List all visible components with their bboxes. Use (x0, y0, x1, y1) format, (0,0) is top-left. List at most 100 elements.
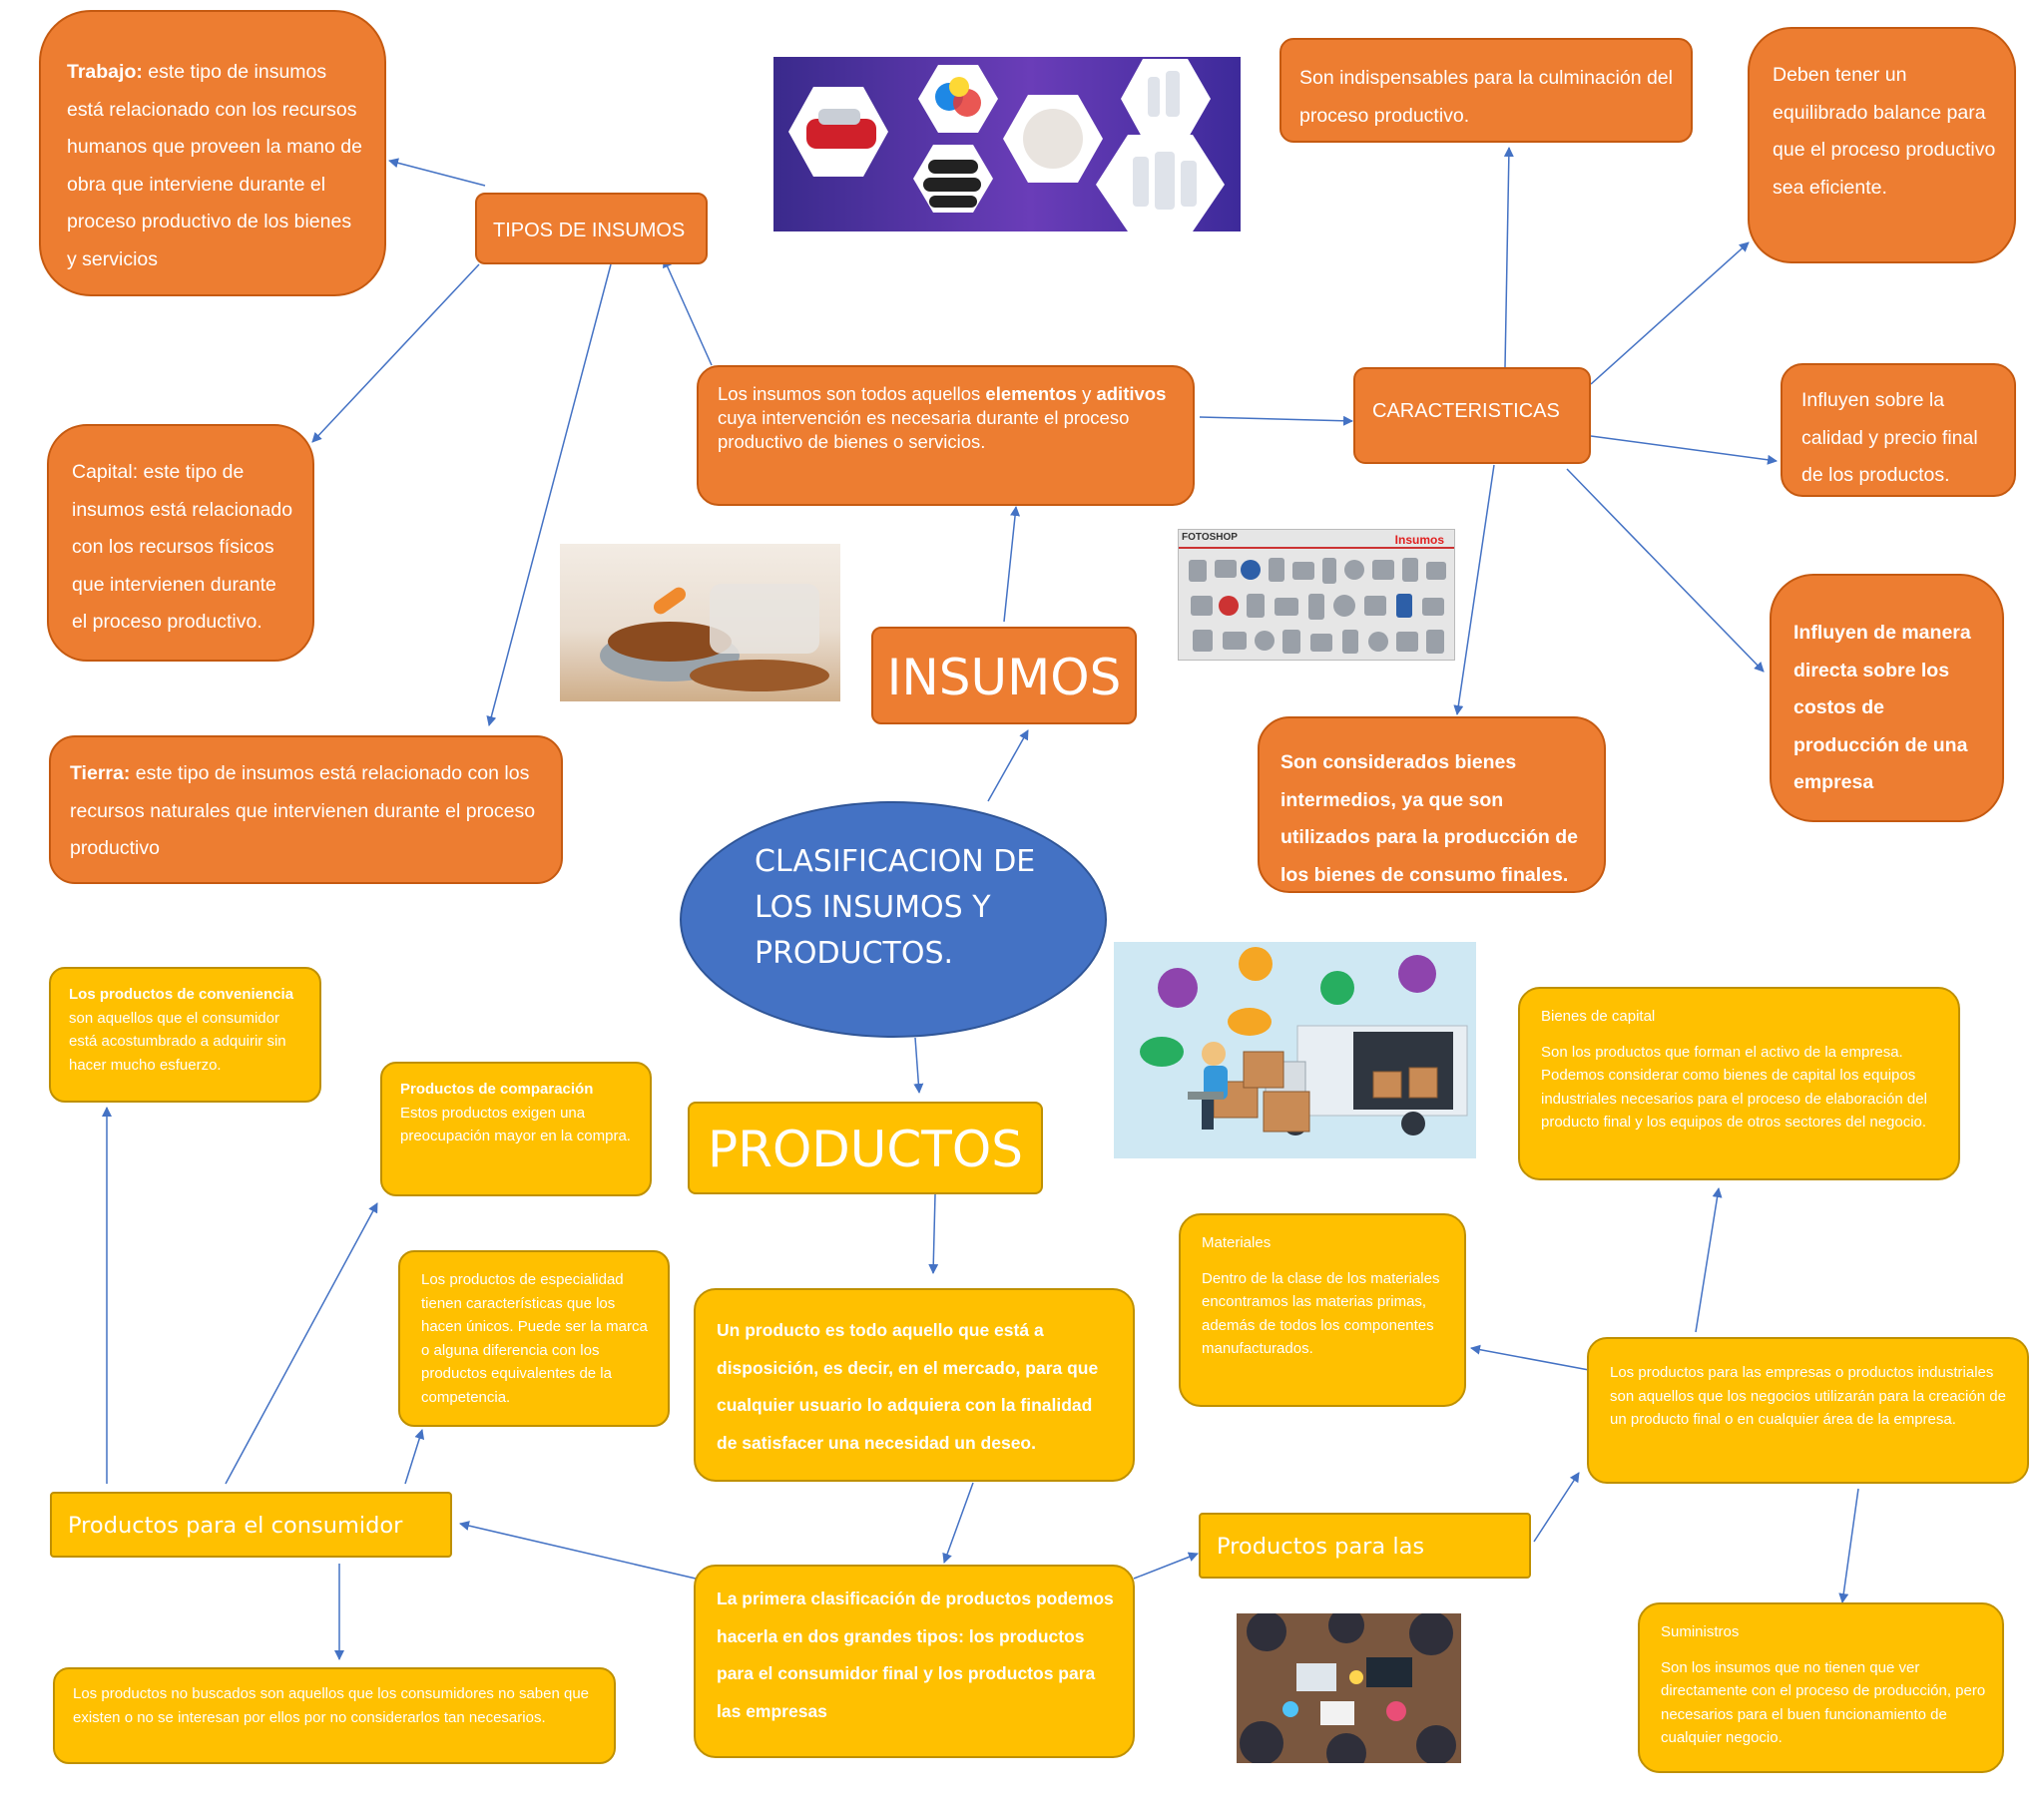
tipo-tierra-box: Tierra: este tipo de insumos está relaci… (49, 735, 563, 884)
food-bag (710, 584, 819, 654)
phone-icon (1320, 971, 1354, 1005)
delivery-illustration (1114, 942, 1476, 1158)
definition-text-a: Los insumos son todos aquellos (718, 383, 986, 404)
producto-definition-text: Un producto es todo aquello que está a d… (717, 1320, 1099, 1453)
indispensables-text: Son indispensables para la culminación d… (1299, 67, 1673, 127)
industriales-box: Los productos para las empresas o produc… (1587, 1337, 2029, 1484)
catalog-label: Insumos (1394, 533, 1444, 547)
arrow-caract-equilibrado (1590, 241, 1750, 385)
arrow-clasif-consumidor (459, 1521, 697, 1580)
arrow-caract-intermedios (1453, 464, 1495, 715)
consumidor-final-label: Productos para el consumidor final (68, 1513, 403, 1602)
no-buscados-text: Los productos no buscados son aquellos q… (73, 1685, 590, 1726)
arrow-clasif-empresas (1133, 1552, 1199, 1580)
parcel-boxes (1213, 1051, 1438, 1133)
clasificacion-box: La primera clasificación de productos po… (694, 1565, 1135, 1758)
definition-bold-elementos: elementos (985, 383, 1077, 404)
delivery-person (1188, 1042, 1228, 1130)
intermedios-text: Son considerados bienes intermedios, ya … (1280, 751, 1578, 886)
kibble-spill (690, 660, 829, 691)
arrow-consumidor-especialidad (404, 1429, 425, 1485)
capital-text: Capital: este tipo de insumos está relac… (72, 461, 293, 633)
caract-calidad-box: Influyen sobre la calidad y precio final… (1781, 363, 2016, 497)
globe-icon (1398, 955, 1436, 993)
productos-title: PRODUCTOS (708, 1121, 1023, 1178)
materiales-box: Materiales Dentro de la clase de los mat… (1179, 1213, 1466, 1407)
comparacion-box: Productos de comparación Estos productos… (380, 1062, 652, 1196)
arrow-tipos-tierra (486, 263, 612, 726)
costos-text: Influyen de manera directa sobre los cos… (1793, 622, 1971, 793)
consumidor-final-box: Productos para el consumidor final (50, 1492, 452, 1602)
producto-definition-box: Un producto es todo aquello que está a d… (694, 1288, 1135, 1482)
insumos-title-box: INSUMOS (871, 627, 1137, 724)
bienes-capital-title: Bienes de capital (1541, 1008, 1656, 1025)
arrow-consumidor-comparacion (225, 1202, 378, 1485)
catalog-header-bar (1179, 547, 1454, 549)
bienes-capital-text: Son los productos que forman el activo d… (1541, 1043, 1927, 1132)
arrow-caract-calidad (1590, 435, 1778, 465)
trabajo-text: este tipo de insumos está relacionado co… (67, 61, 362, 270)
definition-text-b: y (1076, 383, 1097, 404)
arrow-caract-indispensables (1503, 147, 1514, 368)
definition-bold-aditivos: aditivos (1096, 383, 1167, 404)
pet-food-image (560, 544, 840, 701)
tierra-text: este tipo de insumos está relacionado co… (70, 762, 536, 859)
caract-equilibrado-box: Deben tener un equilibrado balance para … (1748, 27, 2016, 263)
arrow-tipos-trabajo (388, 158, 486, 187)
arrow-empresas-industriales (1533, 1472, 1580, 1543)
caract-indispensables-box: Son indispensables para la culminación d… (1279, 38, 1693, 143)
suministros-title: Suministros (1661, 1623, 1740, 1640)
black-pipes (923, 160, 981, 208)
materiales-title: Materiales (1202, 1234, 1272, 1251)
search-icon (1158, 968, 1198, 1008)
arrow-productos-definition (928, 1193, 939, 1274)
calidad-text: Influyen sobre la calidad y precio final… (1801, 389, 1978, 486)
chat-bubble-icon (1140, 1037, 1184, 1067)
industriales-text: Los productos para las empresas o produc… (1610, 1364, 2006, 1428)
suministros-box: Suministros Son los insumos que no tiene… (1638, 1602, 2004, 1773)
arrow-center-productos (913, 1037, 924, 1094)
arrow-definition-caracteristicas (1199, 415, 1353, 426)
laptops-and-papers (1282, 1657, 1412, 1725)
materials-banner-image (773, 57, 1241, 231)
arrow-insumos-definition (1003, 506, 1021, 623)
empresas-box: Productos para las empresas (1199, 1513, 1531, 1623)
chat-bubble-orange-icon (1228, 1008, 1272, 1036)
catalog-items (1189, 558, 1446, 654)
conveniencia-text: son aquellos que el consumidor está acos… (69, 1009, 286, 1074)
tipos-de-insumos-label: TIPOS DE INSUMOS (493, 220, 686, 241)
caracteristicas-label: CARACTERISTICAS (1372, 400, 1560, 422)
caract-costos-box: Influyen de manera directa sobre los cos… (1770, 574, 2004, 822)
car-shape (806, 109, 876, 149)
especialidad-box: Los productos de especialidad tienen car… (398, 1250, 670, 1427)
clasificacion-text: La primera clasificación de productos po… (717, 1589, 1114, 1721)
white-bottles (1133, 71, 1197, 210)
center-title: CLASIFICACION DE LOS INSUMOS Y PRODUCTOS… (755, 844, 1036, 971)
chew-bone (653, 587, 687, 615)
comparacion-title: Productos de comparación (400, 1081, 594, 1098)
trabajo-label: Trabajo: (67, 61, 143, 83)
tipo-trabajo-box: Trabajo: este tipo de insumos está relac… (39, 10, 386, 296)
arrow-definition-tipos (663, 257, 713, 366)
equilibrado-text: Deben tener un equilibrado balance para … (1773, 64, 1996, 199)
conveniencia-box: Los productos de conveniencia son aquell… (49, 967, 321, 1103)
arrow-industriales-bienes (1695, 1187, 1723, 1333)
kibble-pile (608, 622, 732, 662)
insumos-catalog-image: FOTOSHOP Insumos (1178, 529, 1455, 661)
cart-icon (1239, 947, 1273, 981)
suministros-text: Son los insumos que no tienen que ver di… (1661, 1658, 1986, 1747)
no-buscados-box: Los productos no buscados son aquellos q… (53, 1667, 616, 1764)
center-ellipse: CLASIFICACION DE LOS INSUMOS Y PRODUCTOS… (680, 801, 1107, 1038)
especialidad-text: Los productos de especialidad tienen car… (421, 1271, 648, 1406)
caract-intermedios-box: Son considerados bienes intermedios, ya … (1258, 716, 1606, 893)
bienes-capital-box: Bienes de capital Son los productos que … (1518, 987, 1960, 1180)
empresas-label: Productos para las empresas (1217, 1534, 1425, 1623)
caracteristicas-box: CARACTERISTICAS (1353, 367, 1591, 464)
arrow-caract-costos (1566, 468, 1765, 673)
people-around-table (1240, 1613, 1456, 1763)
granules (1023, 109, 1083, 169)
tierra-label: Tierra: (70, 762, 131, 784)
conveniencia-title: Los productos de conveniencia (69, 986, 294, 1003)
team-meeting-image (1237, 1613, 1461, 1763)
